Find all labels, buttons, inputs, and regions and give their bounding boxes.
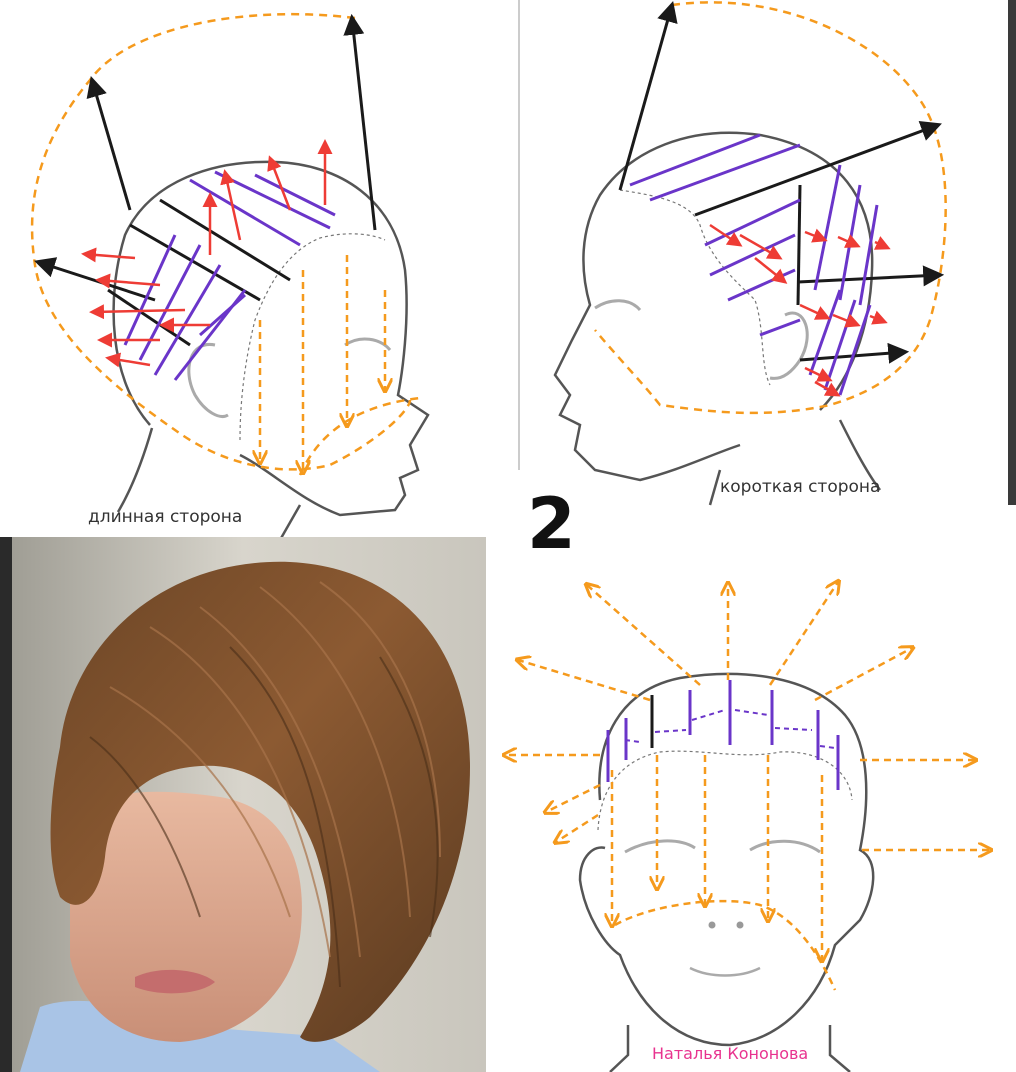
elevation-guide-outline: [595, 2, 946, 413]
mouth-line: [690, 968, 760, 976]
neck-line: [830, 1025, 850, 1072]
neck-front-line: [710, 470, 720, 505]
direction-arrow: [92, 80, 130, 210]
nose-dot: [709, 922, 716, 929]
elevation-guide-lower: [300, 398, 420, 475]
neck-line: [610, 1025, 628, 1072]
section-line: [798, 185, 800, 305]
eyebrow-line: [595, 301, 640, 310]
neck-front-line: [280, 505, 300, 540]
long-side-label: длинная сторона: [88, 507, 242, 527]
purple-sections: [608, 680, 838, 790]
direction-arrow: [352, 18, 375, 230]
author-credit: Наталья Кононова: [652, 1044, 808, 1063]
photo-illustration: [0, 537, 486, 1072]
eyebrow-line: [750, 841, 820, 852]
eyebrow-line: [625, 841, 695, 852]
head-outline: [555, 133, 872, 480]
short-side-label: короткая сторона: [720, 477, 880, 497]
hairline-dotted: [620, 190, 770, 385]
direction-arrow: [38, 262, 155, 300]
short-side-profile-diagram: короткая сторона: [519, 0, 946, 505]
photo-left-dark-strip: [0, 537, 12, 1072]
hairline-dotted: [598, 751, 852, 830]
step-number: 2: [527, 483, 576, 565]
direction-arrow: [620, 5, 672, 190]
haircut-result-photo: [0, 537, 486, 1072]
neck-line: [118, 428, 152, 512]
elevation-guide-outline: [32, 14, 410, 469]
eyebrow-line: [345, 339, 390, 350]
head-outline: [580, 674, 873, 1045]
long-side-profile-diagram: длинная сторона: [32, 14, 428, 540]
head-outline: [114, 162, 428, 515]
hairline-dotted: [240, 234, 385, 440]
section-line: [160, 200, 290, 280]
nose-dot: [737, 922, 744, 929]
edge-strip: [1008, 0, 1016, 505]
front-view-diagram: Наталья Кононова: [505, 582, 990, 1072]
